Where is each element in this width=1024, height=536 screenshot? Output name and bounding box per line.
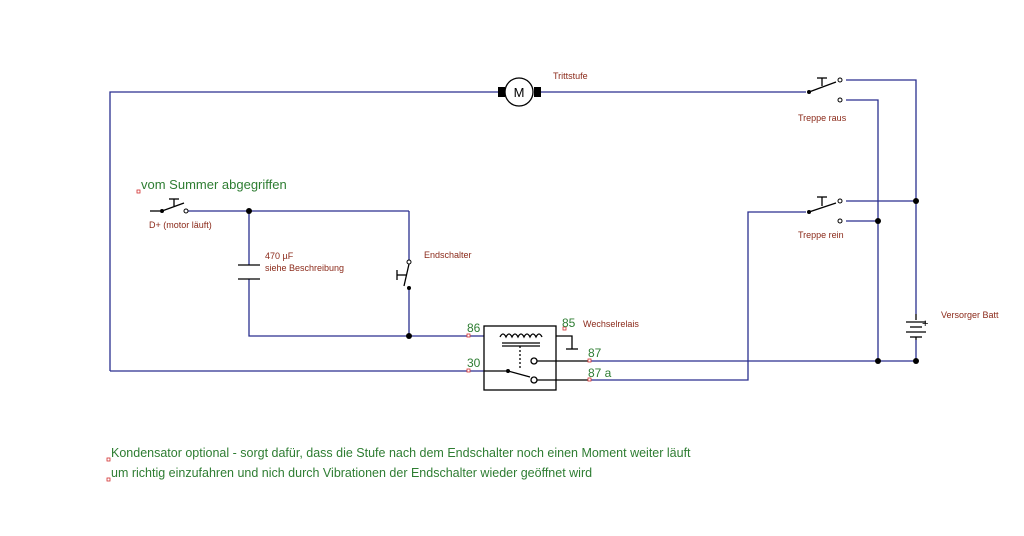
switch-in-label: Treppe rein <box>798 230 844 240</box>
junction-switch-in-lower <box>875 218 881 224</box>
battery-plus: + <box>922 318 928 330</box>
switch-dplus <box>150 198 189 214</box>
capacitor-desc: siehe Beschreibung <box>265 263 344 273</box>
switch-treppe-rein <box>807 196 843 224</box>
junction-battery-top <box>913 198 919 204</box>
note-pin-2 <box>106 477 111 482</box>
relay-label: Wechselrelais <box>583 319 639 329</box>
junction-battery-bottom <box>913 358 919 364</box>
junctions <box>246 198 919 364</box>
capacitor-value: 470 µF <box>265 251 294 261</box>
wire-top-left <box>109 91 498 371</box>
wires <box>109 79 917 381</box>
motor-symbol: M <box>514 85 525 100</box>
capacitor <box>238 264 260 280</box>
motor-label: Trittstufe <box>553 71 588 81</box>
switch-treppe-raus <box>807 77 843 103</box>
note-line-1: Kondensator optional - sorgt dafür, dass… <box>111 446 691 460</box>
pin-marker-86 <box>466 333 471 338</box>
wire-switch-out-to-battery <box>846 79 917 314</box>
pin-87-label: 87 <box>588 346 602 360</box>
note-line-2: um richtig einzufahren und nich durch Vi… <box>111 466 592 480</box>
junction-87-lower <box>875 358 881 364</box>
endswitch <box>396 259 412 290</box>
wire-switch-out-lower <box>846 99 879 361</box>
pin-marker-87 <box>587 358 592 363</box>
pin-marker-85 <box>562 326 567 331</box>
pin-85-label: 85 <box>562 316 576 330</box>
switch-out-label: Treppe raus <box>798 113 847 123</box>
battery-label: Versorger Batt <box>941 310 999 320</box>
pin-marker-30 <box>466 368 471 373</box>
source-pin <box>136 189 141 194</box>
junction-86-node <box>406 333 412 339</box>
pin-marker-87a <box>587 377 592 382</box>
motor: M <box>498 77 541 107</box>
note-pin-1 <box>106 457 111 462</box>
wire-switch-in-to-87a <box>590 211 806 381</box>
endswitch-label: Endschalter <box>424 250 472 260</box>
pin-86-label: 86 <box>467 321 481 335</box>
dplus-label: D+ (motor läuft) <box>149 220 212 230</box>
source-note: vom Summer abgegriffen <box>141 177 287 192</box>
pin-87a-label: 87 a <box>588 366 612 380</box>
pin-30-label: 30 <box>467 356 481 370</box>
junction-dplus-node <box>246 208 252 214</box>
battery <box>906 314 926 340</box>
wire-87-to-battery <box>590 340 917 362</box>
wire-cap-bottom <box>248 279 484 337</box>
relay <box>483 325 578 391</box>
